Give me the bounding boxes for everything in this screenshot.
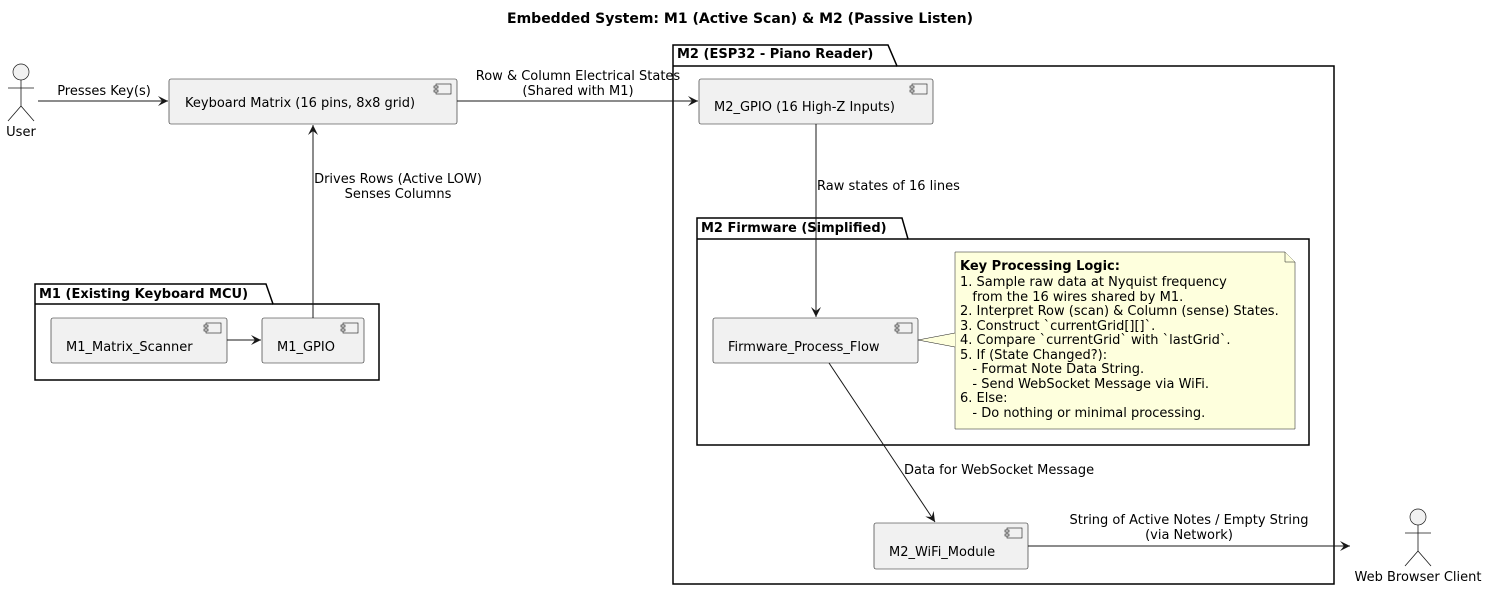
edge-firmware-wifi: Data for WebSocket Message — [828, 362, 1094, 523]
note-line: 1. Sample raw data at Nyquist frequency — [960, 275, 1227, 290]
edge-string-label-2: (via Network) — [1145, 528, 1233, 543]
note-heading: Key Processing Logic: — [960, 259, 1120, 274]
edge-wifi-browser: String of Active Notes / Empty String (v… — [1028, 513, 1350, 551]
edge-raw-label: Raw states of 16 lines — [817, 179, 960, 194]
note-key-processing-logic: Key Processing Logic: 1. Sample raw data… — [917, 251, 1296, 430]
component-firmware-process-flow: Firmware_Process_Flow — [712, 317, 919, 364]
edge-drives-label-2: Senses Columns — [345, 187, 452, 202]
component-m1-gpio: M1_GPIO — [261, 317, 365, 364]
keyboard-matrix-label: Keyboard Matrix (16 pins, 8x8 grid) — [185, 96, 415, 111]
actor-user: User — [6, 63, 36, 140]
package-firmware-title: M2 Firmware (Simplified) — [701, 221, 887, 236]
actor-user-label: User — [6, 125, 36, 140]
edge-m2gpio-firmware: Raw states of 16 lines — [811, 124, 960, 317]
component-m2-wifi-module: M2_WiFi_Module — [873, 522, 1029, 570]
note-line: - Format Note Data String. — [960, 362, 1144, 377]
note-line: 6. Else: — [960, 391, 1008, 406]
edge-data-ws-label: Data for WebSocket Message — [904, 463, 1094, 478]
edge-row-col-label-1: Row & Column Electrical States — [476, 69, 681, 84]
note-line: 2. Interpret Row (scan) & Column (sense)… — [960, 304, 1279, 319]
edge-keyboard-m2gpio: Row & Column Electrical States (Shared w… — [457, 69, 698, 106]
package-m2-title: M2 (ESP32 - Piano Reader) — [677, 47, 873, 62]
actor-browser-label: Web Browser Client — [1355, 570, 1482, 585]
m1-gpio-label: M1_GPIO — [277, 340, 335, 355]
actor-web-browser: Web Browser Client — [1355, 508, 1482, 585]
edge-string-label-1: String of Active Notes / Empty String — [1070, 513, 1309, 528]
note-line: from the 16 wires shared by M1. — [960, 290, 1183, 305]
component-keyboard-matrix: Keyboard Matrix (16 pins, 8x8 grid) — [168, 78, 458, 125]
note-line: 4. Compare `currentGrid` with `lastGrid`… — [960, 333, 1231, 348]
component-m1-matrix-scanner: M1_Matrix_Scanner — [50, 317, 228, 364]
m2-gpio-label: M2_GPIO (16 High-Z Inputs) — [714, 100, 895, 115]
edge-m1gpio-keyboard: Drives Rows (Active LOW) Senses Columns — [308, 125, 482, 318]
note-line: 5. If (State Changed?): — [960, 348, 1107, 363]
edge-presses-label: Presses Key(s) — [57, 84, 151, 99]
diagram-title: Embedded System: M1 (Active Scan) & M2 (… — [507, 11, 973, 27]
package-m1-title: M1 (Existing Keyboard MCU) — [39, 287, 248, 302]
m1-matrix-scanner-label: M1_Matrix_Scanner — [66, 340, 193, 355]
edge-row-col-label-2: (Shared with M1) — [522, 84, 633, 99]
component-m2-gpio: M2_GPIO (16 High-Z Inputs) — [698, 78, 934, 125]
edge-user-keyboard: Presses Key(s) — [38, 84, 168, 106]
note-line: - Do nothing or minimal processing. — [960, 406, 1205, 421]
firmware-process-flow-label: Firmware_Process_Flow — [728, 340, 880, 355]
note-line: - Send WebSocket Message via WiFi. — [960, 377, 1209, 392]
edge-drives-label-1: Drives Rows (Active LOW) — [314, 172, 482, 187]
m2-wifi-module-label: M2_WiFi_Module — [889, 545, 995, 560]
note-line: 3. Construct `currentGrid[][]`. — [960, 319, 1155, 334]
